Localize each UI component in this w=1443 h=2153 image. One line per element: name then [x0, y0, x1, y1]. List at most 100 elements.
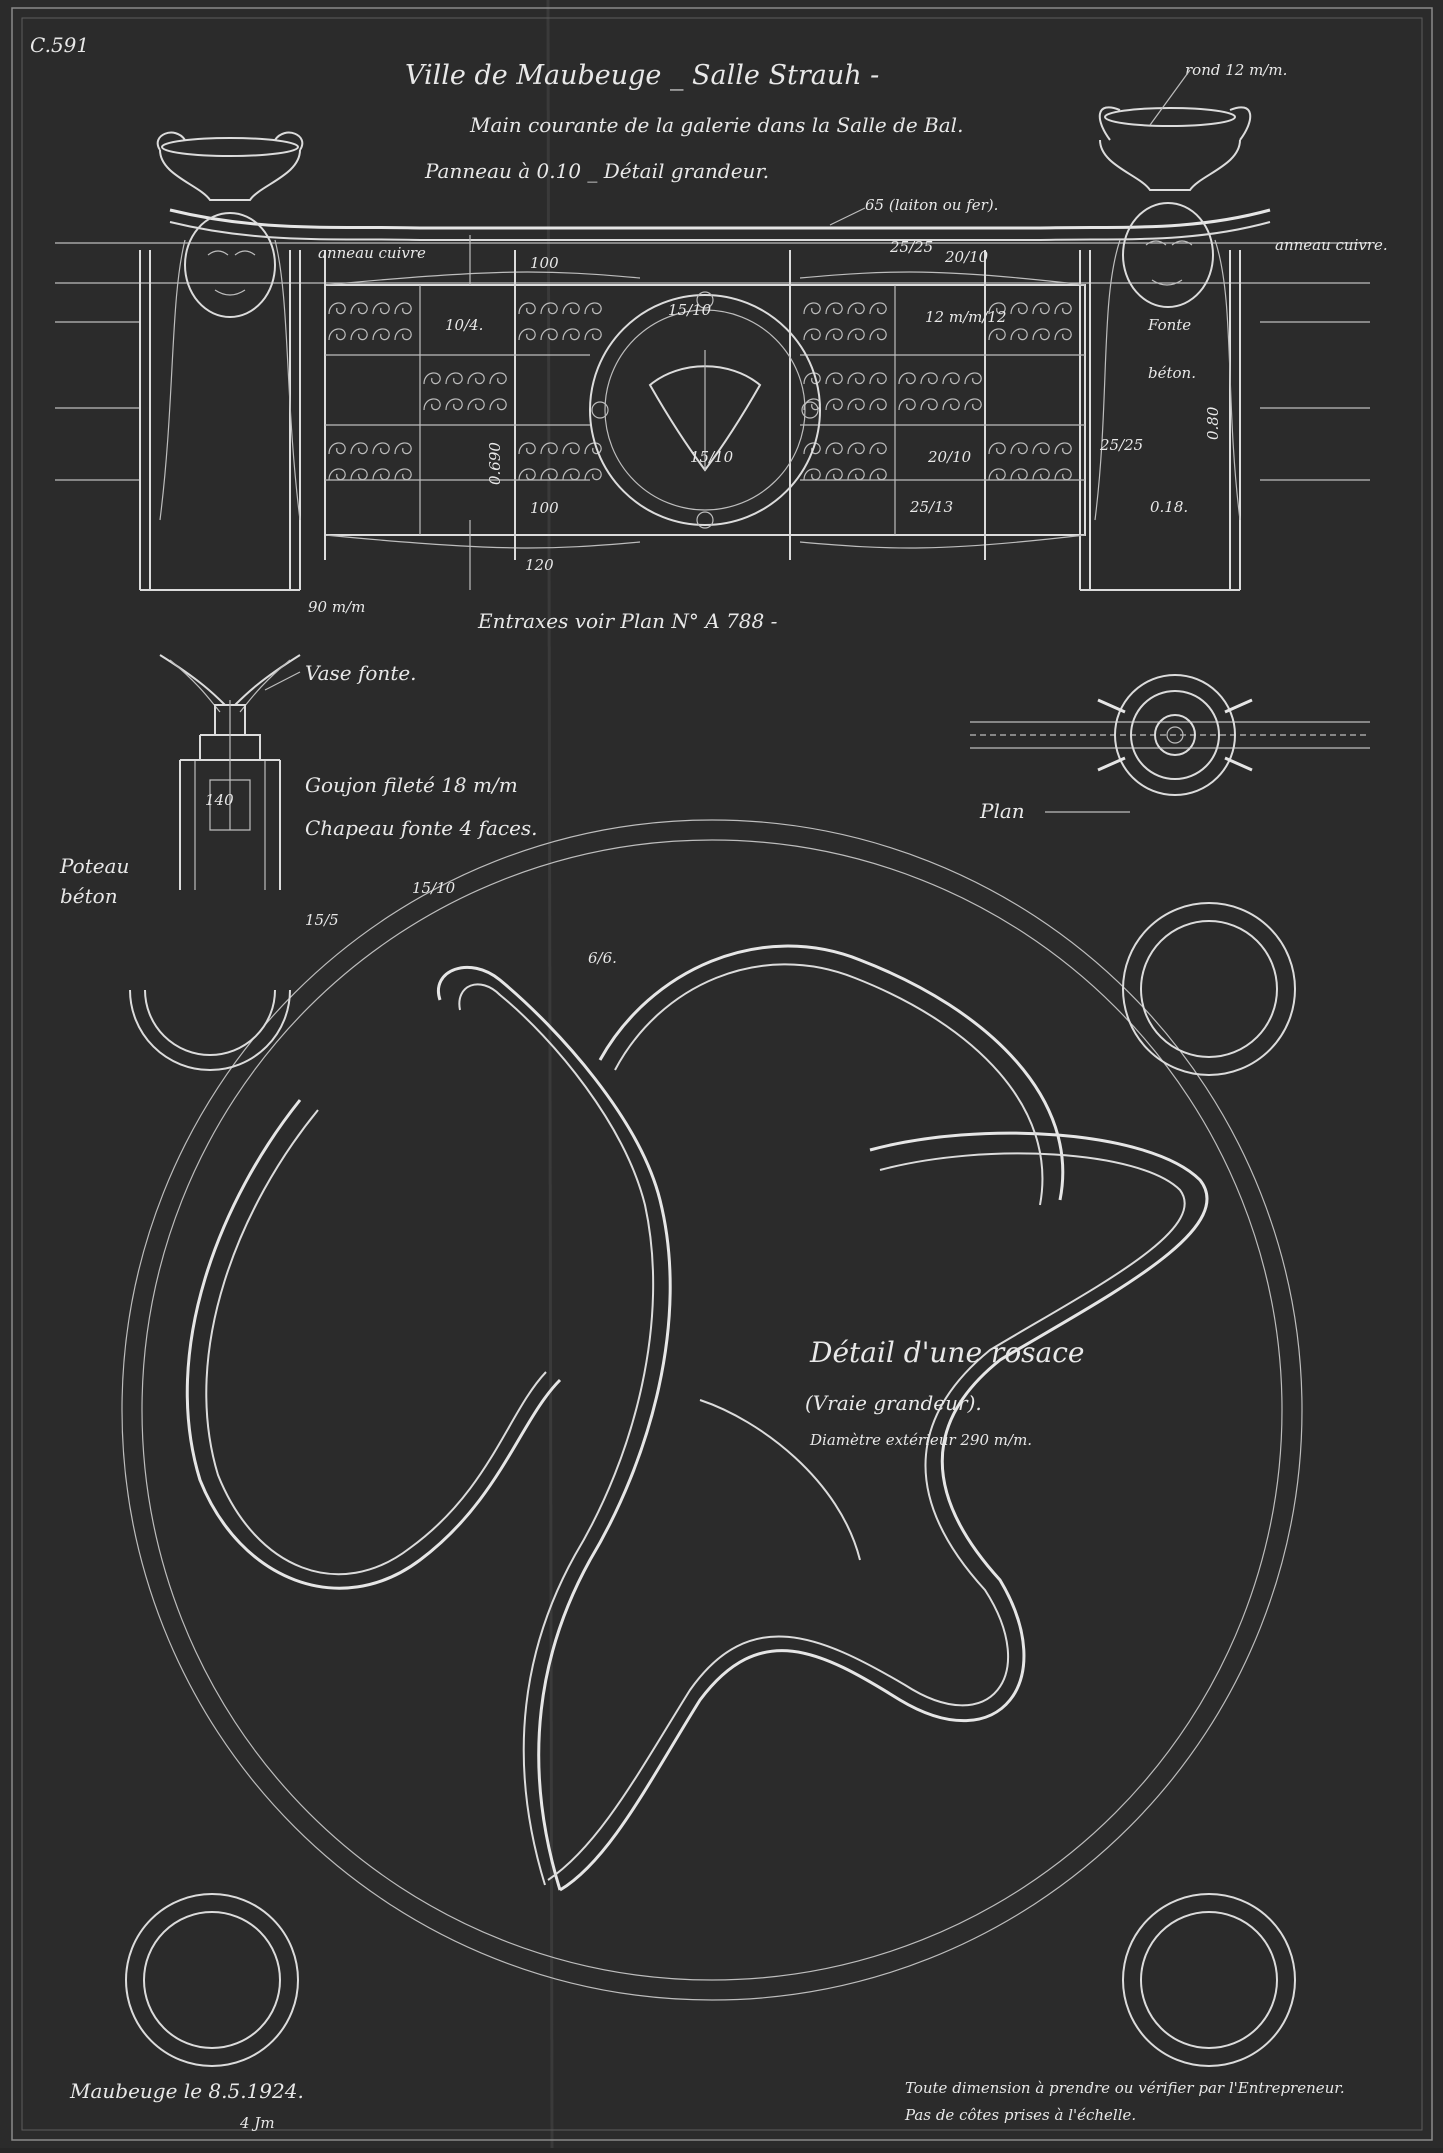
scroll-motif: [964, 372, 982, 385]
scroll-motif: [825, 328, 843, 341]
scroll-motif: [825, 468, 843, 481]
dim-140: 140: [205, 791, 234, 809]
label-vase-fonte: Vase fonte.: [305, 661, 417, 685]
dim-15-10-b: 15/10: [690, 448, 734, 466]
sheet-border-inner: [21, 17, 1423, 2131]
scroll-motif: [942, 372, 960, 385]
dim-100-bot: 100: [530, 499, 559, 517]
scroll-motif: [988, 302, 1006, 315]
scroll-motif: [394, 442, 412, 455]
railing-elevation: [55, 106, 1370, 591]
scroll-motif: [518, 302, 536, 315]
label-anneau-left: anneau cuivre: [318, 244, 426, 262]
scroll-motif: [372, 442, 390, 455]
scroll-motif: [825, 302, 843, 315]
scroll-motif: [920, 398, 938, 411]
label-chapeau: Chapeau fonte 4 faces.: [305, 816, 538, 840]
label-poteau-2: béton: [60, 884, 118, 908]
label-goujon: Goujon fileté 18 m/m: [305, 773, 518, 797]
scroll-motif: [423, 398, 441, 411]
scroll-motif: [540, 442, 558, 455]
title-line-2: Main courante de la galerie dans la Sall…: [469, 113, 963, 137]
scroll-motif: [540, 468, 558, 481]
dim-018: 0.18.: [1150, 498, 1188, 516]
scroll-motif: [445, 398, 463, 411]
scroll-motif: [803, 372, 821, 385]
scroll-motif: [467, 372, 485, 385]
scroll-motif: [869, 302, 887, 315]
dim-120: 120: [525, 556, 554, 574]
dim-15-5: 15/5: [305, 911, 339, 929]
scroll-motif: [988, 442, 1006, 455]
scroll-motif: [372, 302, 390, 315]
scroll-motif: [988, 328, 1006, 341]
scroll-motif: [562, 442, 580, 455]
scroll-motif: [562, 328, 580, 341]
plan-detail: [970, 674, 1370, 796]
center-medallion: [589, 291, 821, 529]
scroll-motif: [372, 328, 390, 341]
scroll-motif: [847, 372, 865, 385]
scroll-motif: [584, 468, 602, 481]
scroll-motif: [584, 328, 602, 341]
scroll-motif: [328, 468, 346, 481]
scroll-motif: [1010, 468, 1028, 481]
rosace-subtitle: (Vraie grandeur).: [805, 1391, 982, 1415]
scroll-motif: [1032, 442, 1050, 455]
label-plan: Plan: [979, 799, 1025, 823]
rosace-detail: [121, 819, 1303, 2001]
scroll-motif: [1032, 328, 1050, 341]
scroll-motif: [562, 302, 580, 315]
dim-25-25: 25/25: [889, 238, 933, 256]
scroll-motif: [372, 468, 390, 481]
dim-25-25-b: 25/25: [1099, 436, 1143, 454]
scroll-motif: [920, 372, 938, 385]
scroll-motif: [584, 442, 602, 455]
scroll-motif: [869, 398, 887, 411]
scroll-motif: [1010, 302, 1028, 315]
scroll-motif: [518, 328, 536, 341]
dim-6-6: 6/6.: [588, 949, 617, 967]
drawing-ref: C.591: [30, 33, 89, 57]
scroll-motif: [988, 468, 1006, 481]
fold-line: [546, 0, 554, 2149]
scroll-motif: [869, 328, 887, 341]
scroll-motif: [1054, 328, 1072, 341]
scroll-motif: [489, 398, 507, 411]
label-poteau-1: Poteau: [59, 854, 129, 878]
scroll-motif: [394, 468, 412, 481]
scroll-motif: [467, 398, 485, 411]
scroll-motif: [1054, 442, 1072, 455]
scroll-motif: [540, 302, 558, 315]
label-beton: béton.: [1148, 364, 1196, 382]
sheet-border: [11, 7, 1433, 2141]
corner-rings: [125, 902, 1296, 2067]
label-anneau-right: anneau cuivre.: [1275, 236, 1388, 254]
scroll-motif: [847, 302, 865, 315]
scroll-motif: [350, 468, 368, 481]
note-line-1: Toute dimension à prendre ou vérifier pa…: [905, 2079, 1345, 2097]
scroll-motif: [1032, 468, 1050, 481]
scroll-motif: [964, 398, 982, 411]
scroll-motif: [1054, 468, 1072, 481]
scroll-motif: [1010, 442, 1028, 455]
scroll-motif: [350, 442, 368, 455]
scroll-motif: [350, 328, 368, 341]
label-fonte: Fonte: [1147, 316, 1191, 334]
scroll-motif: [898, 372, 916, 385]
scroll-motif: [1032, 302, 1050, 315]
rosace-title: Détail d'une rosace: [809, 1336, 1085, 1369]
scroll-motif: [445, 372, 463, 385]
scroll-motif: [328, 442, 346, 455]
scroll-motif: [540, 328, 558, 341]
scroll-motif: [825, 398, 843, 411]
scroll-motif: [847, 442, 865, 455]
scroll-motif: [1010, 328, 1028, 341]
dim-100-top: 100: [530, 254, 559, 272]
scroll-motif: [869, 468, 887, 481]
scroll-motif: [898, 398, 916, 411]
left-post: [139, 131, 304, 591]
scroll-motif: [847, 468, 865, 481]
scroll-motif: [942, 398, 960, 411]
